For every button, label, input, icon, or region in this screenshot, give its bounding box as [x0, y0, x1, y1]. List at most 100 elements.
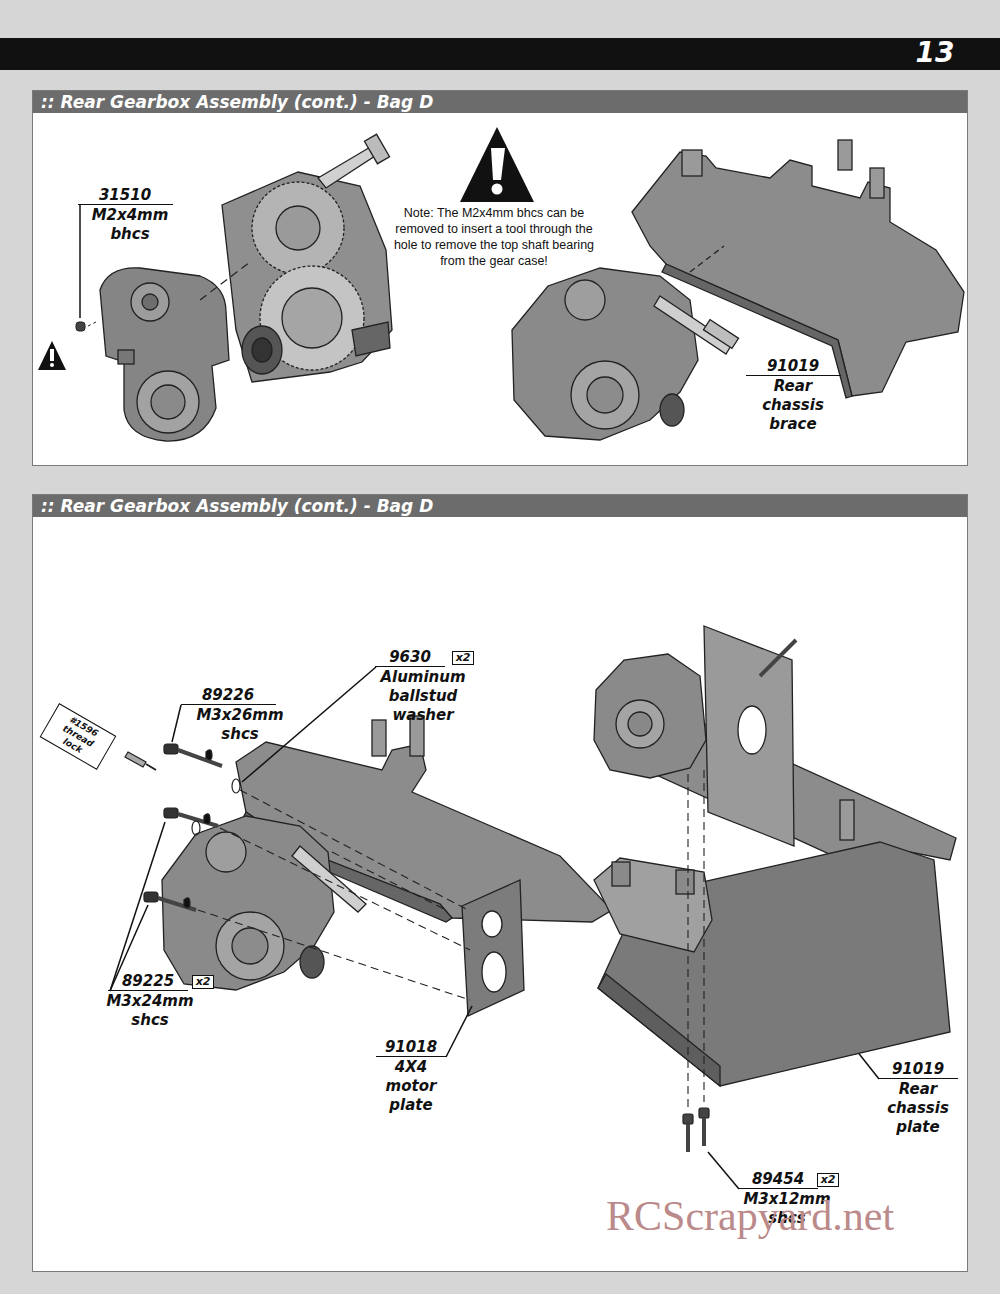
- page-number: 13: [900, 36, 970, 70]
- warning-symbol: [50, 363, 54, 367]
- assembled-gearbox: [760, 640, 796, 676]
- rear-chassis-plate: [594, 858, 712, 952]
- rear-chassis-brace: [662, 264, 852, 398]
- motor-plate: [482, 952, 506, 992]
- screw-m2x4: [76, 322, 85, 331]
- explode-line: [88, 322, 96, 326]
- leader-line: [79, 205, 81, 318]
- watermark: RCScrapyard.net: [606, 1192, 894, 1240]
- screws-and-washers: [206, 750, 212, 760]
- thread-lock-nozzle: [125, 752, 156, 770]
- warning-note: Note: The M2x4mm bhcs can be removed to …: [387, 205, 602, 269]
- warning-symbol: [460, 127, 534, 202]
- screw-m3x12: [686, 1124, 690, 1152]
- assembled-gearbox: [660, 394, 684, 426]
- screws-and-washers: [178, 814, 218, 826]
- rear-chassis-brace: [838, 140, 852, 170]
- explode-line: [240, 790, 468, 910]
- gearbox: [232, 928, 268, 964]
- product-label: #1596 thread lock: [46, 708, 111, 765]
- leader-line: [172, 705, 181, 742]
- gear-case-with-gears: [222, 172, 392, 382]
- screw-m3x12: [699, 1108, 709, 1118]
- rear-chassis-brace: [632, 140, 964, 398]
- part-number: 89226: [181, 686, 276, 705]
- rear-chassis-brace: [372, 720, 386, 756]
- quantity-badge: x2: [192, 975, 214, 989]
- explode-line: [88, 262, 250, 326]
- gearbox: [216, 912, 284, 980]
- thread-lock-nozzle: [125, 752, 146, 767]
- assembled-gearbox: [840, 800, 854, 840]
- section-header: :: Rear Gearbox Assembly (cont.) - Bag D: [33, 495, 967, 517]
- leader-line: [110, 822, 165, 991]
- page-frame: [0, 38, 1000, 70]
- thread-lock-nozzle: [146, 764, 156, 770]
- gear-case-with-gears: [352, 322, 390, 356]
- gear-case-half: [100, 268, 229, 441]
- screws-and-washers: [144, 892, 158, 902]
- rear-chassis-brace: [870, 168, 884, 198]
- explode-line: [200, 262, 250, 300]
- screws-and-washers: [192, 821, 200, 835]
- rear-chassis-plate: [676, 870, 694, 894]
- rear-chassis-plate: [598, 974, 720, 1086]
- assembled-gearbox: [703, 320, 738, 349]
- gear-case-with-gears: [242, 326, 282, 374]
- gear-case-with-gears: [364, 134, 389, 164]
- section-header: :: Rear Gearbox Assembly (cont.) - Bag D: [33, 91, 967, 113]
- gear-case-half: [100, 268, 229, 441]
- page-frame: [32, 90, 968, 466]
- gear-case-half: [151, 385, 185, 419]
- part-description: 4X4 motor plate: [380, 1058, 442, 1115]
- assembled-gearbox: [512, 268, 739, 440]
- leader-line: [446, 1006, 472, 1057]
- page-frame: [0, 38, 1000, 1272]
- explode-line: [703, 770, 704, 1102]
- assembled-gearbox: [587, 377, 623, 413]
- part-description: Aluminum ballstud washer: [366, 668, 481, 725]
- gear-case-half: [118, 350, 134, 364]
- warning-symbol: [492, 184, 503, 195]
- part-description: M3x24mm shcs: [100, 992, 200, 1030]
- assembled-gearbox: [616, 700, 664, 748]
- assembled-gearbox: [571, 361, 639, 429]
- rear-chassis-plate: [612, 862, 630, 886]
- part-number: 9630: [375, 648, 445, 667]
- assembled-gearbox: [594, 626, 956, 872]
- motor-plate: [462, 880, 524, 1016]
- gear-case-half: [142, 294, 158, 310]
- gear-case-with-gears: [252, 182, 344, 274]
- screws-and-washers: [178, 750, 222, 766]
- assembled-gearbox: [628, 712, 652, 736]
- screw-m3x12: [702, 1118, 706, 1146]
- screws-and-washers: [204, 814, 210, 824]
- screws-and-washers: [164, 744, 178, 754]
- leader-line: [242, 667, 376, 782]
- screw-m3x12: [683, 1108, 709, 1152]
- gear-case-with-gears: [252, 338, 272, 362]
- gear-case-half: [131, 283, 169, 321]
- explode-line: [688, 770, 704, 1108]
- step-panel: :: Rear Gearbox Assembly (cont.) - Bag D…: [32, 494, 968, 1272]
- part-number: 31510: [78, 186, 173, 205]
- explode-line: [220, 828, 470, 950]
- gear-case-with-gears: [276, 206, 320, 250]
- explode-line: [198, 790, 470, 1000]
- gear-case-with-gears: [222, 134, 392, 382]
- part-number: 91019: [878, 1060, 958, 1079]
- screws-and-washers: [158, 898, 196, 910]
- part-description: Rear chassis plate: [878, 1080, 958, 1137]
- screw-m2x4: [76, 322, 85, 331]
- thread-lock-tube: #1596 thread lock: [40, 703, 117, 770]
- gearbox: [292, 846, 366, 912]
- screws-and-washers: [232, 779, 240, 793]
- rear-chassis-brace: [682, 150, 702, 176]
- screws-and-washers: [184, 898, 190, 908]
- explode-line: [687, 774, 688, 1108]
- leader-line: [708, 1152, 739, 1189]
- rear-chassis-plate: [594, 842, 950, 1086]
- assembled-gearbox: [512, 268, 698, 440]
- part-description: M3x26mm shcs: [190, 706, 290, 744]
- part-description: M2x4mm bhcs: [80, 206, 180, 244]
